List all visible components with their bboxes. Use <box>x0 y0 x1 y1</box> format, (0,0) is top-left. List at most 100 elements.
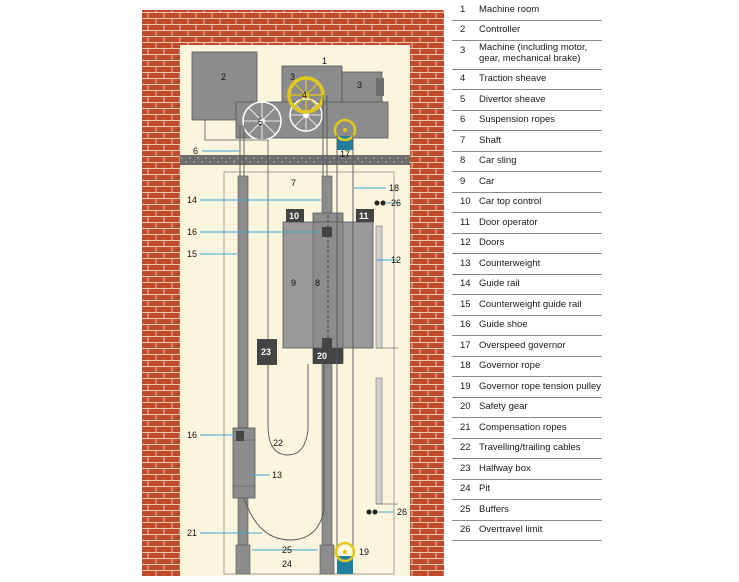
legend-item: 6 Suspension ropes <box>452 110 602 131</box>
legend-item-number: 9 <box>460 175 466 187</box>
buffer-car <box>319 544 335 575</box>
legend-item: 9 Car <box>452 172 602 193</box>
legend-item: 15 Counterweight guide rail <box>452 295 602 316</box>
safety-gear <box>313 348 343 364</box>
legend-item-number: 21 <box>460 421 471 433</box>
label-22: 22 <box>273 438 283 448</box>
legend-item-text: Pit <box>479 483 491 494</box>
legend-item: 19 Governor rope tension pulley <box>452 377 602 398</box>
legend-item-text: Car <box>479 175 495 187</box>
legend-item: 7 Shaft <box>452 131 602 152</box>
label-21: 21 <box>187 528 197 538</box>
label-12: 12 <box>391 255 401 265</box>
legend-item-number: 24 <box>460 483 471 494</box>
legend-item-text: Counterweight guide rail <box>479 298 582 310</box>
legend-item-text: Traction sheave <box>479 73 547 84</box>
tension-pulley-icon <box>334 541 356 563</box>
legend-item-text: Governor rope tension pulley <box>479 380 601 392</box>
legend-item: 17 Overspeed governor <box>452 336 602 357</box>
legend-item-number: 13 <box>460 257 471 269</box>
legend-item-number: 8 <box>460 155 466 166</box>
label-3b: 3 <box>357 80 362 90</box>
label-25: 25 <box>282 545 292 555</box>
overtravel-limit-bottom-icon <box>366 509 372 515</box>
legend-item-number: 16 <box>460 319 471 330</box>
legend-item: 20 Safety gear <box>452 397 602 418</box>
legend-item-number: 23 <box>460 462 471 474</box>
guide-shoe-bottom <box>322 338 332 348</box>
legend-item-text: Compensation ropes <box>479 421 567 433</box>
legend-item-number: 22 <box>460 442 471 453</box>
label-3a: 3 <box>290 72 295 82</box>
counterweight-guide-rail <box>237 175 249 573</box>
overspeed-governor-icon <box>333 118 357 142</box>
legend-item-text: Machine (including motor, gear, mechanic… <box>479 41 588 64</box>
label-20: 20 <box>317 351 327 361</box>
machine-brake <box>341 71 383 103</box>
legend-item: 14 Guide rail <box>452 274 602 295</box>
legend-item-number: 3 <box>460 44 466 56</box>
legend-item-text: Shaft <box>479 134 502 146</box>
legend-item-text: Governor rope <box>479 360 541 371</box>
machine-room-floor-slab <box>180 155 410 165</box>
legend-item-text: Machine room <box>479 4 540 15</box>
legend-item: 3 Machine (including motor, gear, mechani… <box>452 41 602 70</box>
label-24: 24 <box>282 559 292 569</box>
legend-item-text: Overspeed governor <box>479 339 566 351</box>
shaft-outline <box>223 171 395 575</box>
legend-item-text: Travelling/trailing cables <box>479 442 581 453</box>
label-11: 11 <box>359 211 369 221</box>
legend-item: 22 Travelling/trailing cables <box>452 438 602 459</box>
label-13: 13 <box>272 470 282 480</box>
legend-item-number: 1 <box>460 4 466 15</box>
label-19: 19 <box>359 547 369 557</box>
legend-item: 11 Door operator <box>452 213 602 234</box>
landing-door-lower <box>375 377 383 505</box>
legend-item-number: 17 <box>460 339 471 351</box>
label-16b: 16 <box>187 430 197 440</box>
legend-item-text: Door operator <box>479 216 538 228</box>
door-operator <box>356 209 374 222</box>
legend-item-number: 10 <box>460 196 471 207</box>
halfway-box <box>257 339 277 365</box>
label-2: 2 <box>221 72 226 82</box>
label-5: 5 <box>258 117 263 127</box>
legend-item-number: 11 <box>460 216 470 228</box>
legend-item-number: 6 <box>460 114 466 125</box>
legend-item-text: Controller <box>479 24 521 35</box>
legend-item-text: Doors <box>479 237 505 248</box>
guide-shoe-top <box>322 227 332 237</box>
label-10: 10 <box>289 211 299 221</box>
label-17: 17 <box>340 149 350 159</box>
label-6: 6 <box>193 146 198 156</box>
label-4: 4 <box>302 90 307 100</box>
legend-item-text: Suspension ropes <box>479 114 556 125</box>
label-18: 18 <box>389 183 399 193</box>
legend-item-number: 5 <box>460 93 466 105</box>
legend-item-text: Buffers <box>479 503 509 515</box>
legend-item-number: 15 <box>460 298 471 310</box>
label-15: 15 <box>187 249 197 259</box>
label-26b: 26 <box>397 507 407 517</box>
legend-item-text: Guide rail <box>479 278 520 289</box>
legend-item-number: 19 <box>460 380 471 392</box>
overtravel-limit-top-icon <box>374 200 380 206</box>
legend-item-number: 20 <box>460 401 471 412</box>
legend-item: 21 Compensation ropes <box>452 418 602 439</box>
label-8: 8 <box>315 278 320 288</box>
travelling-cables <box>267 364 309 456</box>
legend-item-number: 14 <box>460 278 471 289</box>
legend-item-number: 12 <box>460 237 471 248</box>
legend-item: 1 Machine room <box>452 0 602 21</box>
legend-item-number: 7 <box>460 134 466 146</box>
label-1: 1 <box>322 56 327 66</box>
compensation-ropes <box>243 364 325 541</box>
legend-item-text: Safety gear <box>479 401 528 412</box>
